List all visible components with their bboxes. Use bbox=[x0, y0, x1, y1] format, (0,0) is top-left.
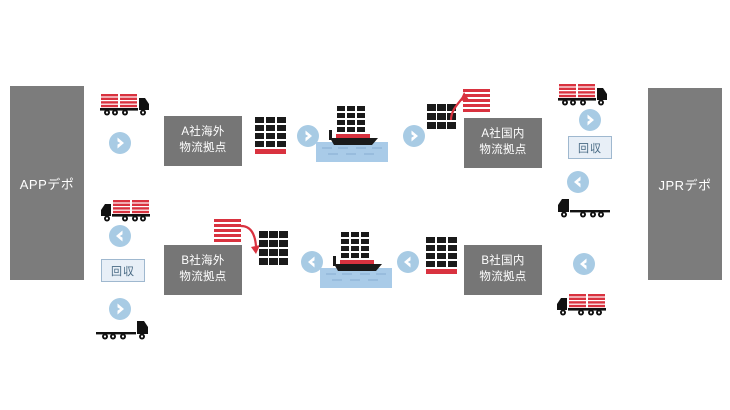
arrow-right-icon bbox=[296, 124, 320, 148]
truck-empty-right-icon bbox=[94, 316, 152, 342]
container-stack-icon bbox=[424, 235, 460, 277]
cargo-ship-icon bbox=[320, 230, 392, 288]
depot-app: APPデポ bbox=[10, 86, 84, 280]
depot-app-label: APPデポ bbox=[19, 176, 75, 192]
node-a-overseas: A社海外 物流拠点 bbox=[164, 116, 242, 166]
node-a-overseas-line1: A社海外 bbox=[181, 126, 225, 139]
truck-loaded-left-icon bbox=[98, 194, 152, 224]
node-b-overseas: B社海外 物流拠点 bbox=[164, 245, 242, 295]
truck-empty-left-icon bbox=[554, 194, 612, 220]
arrow-left-icon bbox=[300, 250, 324, 274]
node-b-domestic-line2: 物流拠点 bbox=[479, 271, 527, 283]
badge-recovery-right-label: 回収 bbox=[578, 142, 602, 155]
arrow-left-icon bbox=[108, 224, 132, 248]
node-b-domestic: B社国内 物流拠点 bbox=[464, 245, 542, 295]
node-a-domestic: A社国内 物流拠点 bbox=[464, 118, 542, 168]
container-stack-icon bbox=[258, 230, 290, 274]
badge-recovery-right: 回収 bbox=[568, 136, 612, 159]
truck-loaded-left-icon bbox=[554, 288, 608, 318]
cargo-ship-icon bbox=[316, 104, 388, 162]
node-b-domestic-line1: B社国内 bbox=[481, 255, 525, 268]
badge-recovery-left: 回収 bbox=[101, 259, 145, 282]
node-b-overseas-line1: B社海外 bbox=[181, 255, 225, 268]
arrow-right-icon bbox=[402, 124, 426, 148]
arrow-left-icon bbox=[572, 252, 596, 276]
arrow-right-icon bbox=[108, 297, 132, 321]
transfer-curved-arrow-icon bbox=[239, 222, 265, 256]
node-a-domestic-line2: 物流拠点 bbox=[479, 144, 527, 156]
arrow-right-icon bbox=[578, 108, 602, 132]
truck-loaded-right-icon bbox=[98, 88, 152, 118]
pallet-stack-icon bbox=[462, 88, 492, 118]
truck-loaded-right-icon bbox=[556, 78, 610, 108]
arrow-left-icon bbox=[396, 250, 420, 274]
depot-jpr: JPRデポ bbox=[648, 88, 722, 280]
arrow-right-icon bbox=[108, 131, 132, 155]
arrow-left-icon bbox=[566, 170, 590, 194]
depot-jpr-label: JPRデポ bbox=[658, 177, 712, 193]
container-stack-icon bbox=[253, 115, 289, 157]
node-b-overseas-line2: 物流拠点 bbox=[179, 271, 227, 283]
node-a-overseas-line2: 物流拠点 bbox=[179, 142, 227, 154]
badge-recovery-left-label: 回収 bbox=[111, 265, 135, 278]
pallet-stack-icon bbox=[213, 218, 243, 248]
node-a-domestic-line1: A社国内 bbox=[481, 128, 525, 141]
